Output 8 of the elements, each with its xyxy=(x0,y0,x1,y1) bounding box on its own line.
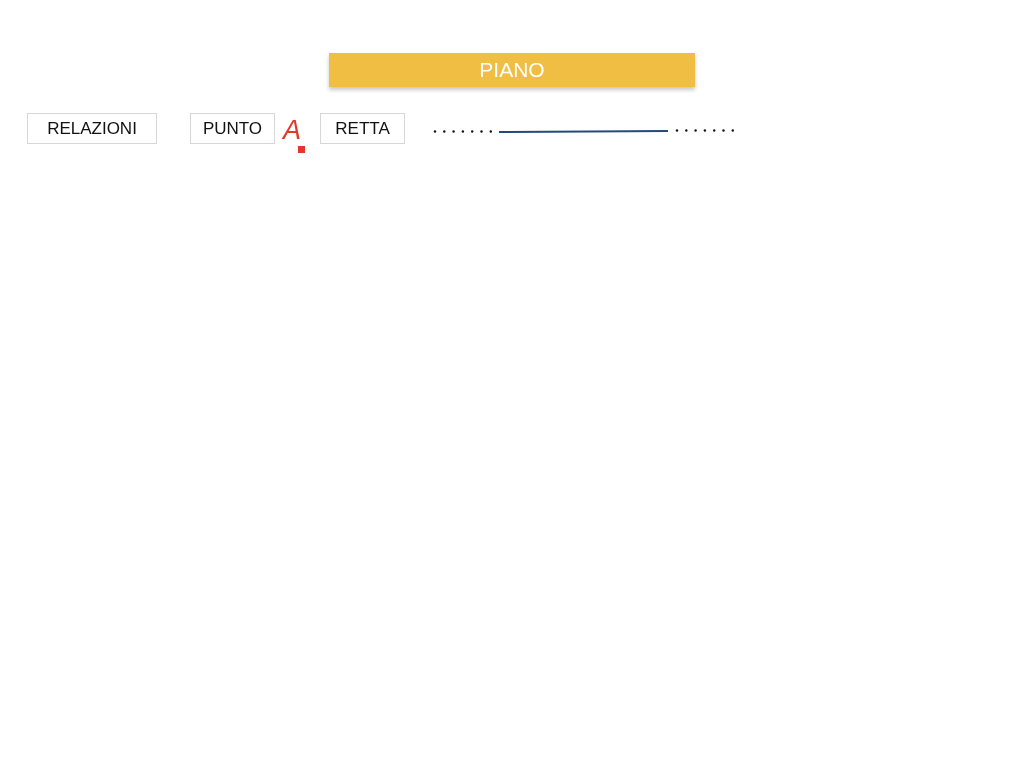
term-label: RETTA xyxy=(335,118,390,139)
term-box xyxy=(190,113,275,144)
point-letter: A xyxy=(283,116,301,144)
term-label: RELAZIONI xyxy=(47,118,137,139)
term-label: PUNTO xyxy=(202,118,263,139)
term-box xyxy=(27,113,157,144)
term-box xyxy=(320,113,405,144)
title-text: PIANO xyxy=(479,58,545,82)
